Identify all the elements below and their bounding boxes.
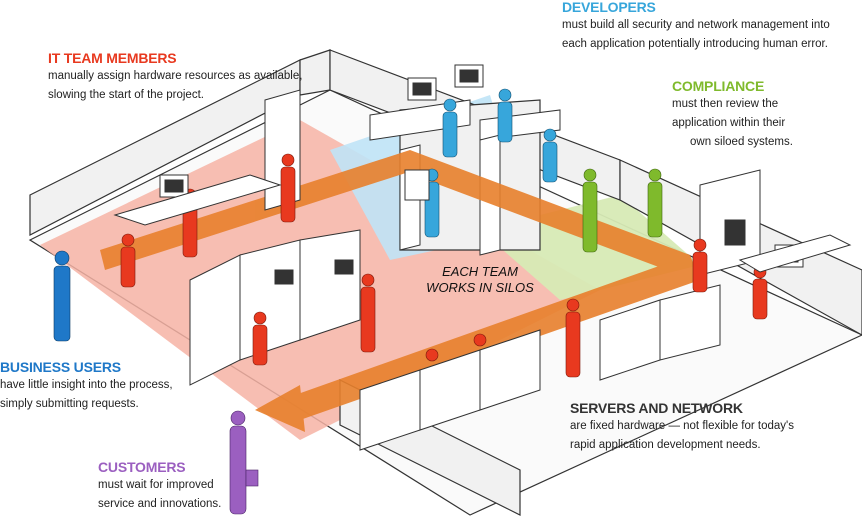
servers-network-label: SERVERS AND NETWORK are fixed hardware —… (570, 400, 794, 455)
developer-figures (424, 88, 558, 238)
it-team-line-1: manually assign hardware resources as av… (48, 70, 303, 82)
it-team-heading: IT TEAM MEMBERS (48, 50, 177, 66)
server-racks (189, 89, 761, 386)
compliance-line-1: must then review the (672, 98, 779, 110)
compliance-line-3: own siloed systems. (690, 136, 793, 148)
it-team-line-2: slowing the start of the project. (48, 89, 204, 101)
customers-line-2: service and innovations. (98, 498, 222, 510)
compliance-label: COMPLIANCE must then review the applicat… (672, 78, 793, 152)
business-users-heading: BUSINESS USERS (0, 359, 121, 375)
customers-label: CUSTOMERS must wait for improved service… (98, 459, 221, 514)
business-users-line-1: have little insight into the process, (0, 379, 173, 391)
servers-network-heading: SERVERS AND NETWORK (570, 400, 743, 416)
silos-note: EACH TEAM WORKS IN SILOS (420, 264, 540, 296)
customer-figure (229, 410, 259, 515)
it-team-figures (120, 153, 768, 378)
developers-heading: DEVELOPERS (562, 0, 656, 15)
developers-line-2: each application potentially introducing… (562, 38, 828, 50)
network-boxes (359, 284, 721, 451)
developers-line-1: must build all security and network mana… (562, 19, 830, 31)
business-users-label: BUSINESS USERS have little insight into … (0, 359, 173, 414)
servers-network-line-1: are fixed hardware — not flexible for to… (570, 420, 795, 432)
customers-line-1: must wait for improved (98, 479, 214, 491)
silos-note-line-2: WORKS IN SILOS (426, 280, 534, 295)
business-user-figure (53, 250, 71, 342)
compliance-line-2: application within their (672, 117, 786, 129)
business-users-line-2: simply submitting requests. (0, 398, 139, 410)
developers-label: DEVELOPERS must build all security and n… (562, 0, 830, 54)
customers-heading: CUSTOMERS (98, 459, 186, 475)
silos-note-line-1: EACH TEAM (442, 264, 518, 279)
compliance-figures (582, 168, 663, 253)
it-team-label: IT TEAM MEMBERS manually assign hardware… (48, 50, 302, 105)
compliance-heading: COMPLIANCE (672, 78, 765, 94)
servers-network-line-2: rapid application development needs. (570, 439, 761, 451)
desks-and-monitors (113, 64, 852, 273)
